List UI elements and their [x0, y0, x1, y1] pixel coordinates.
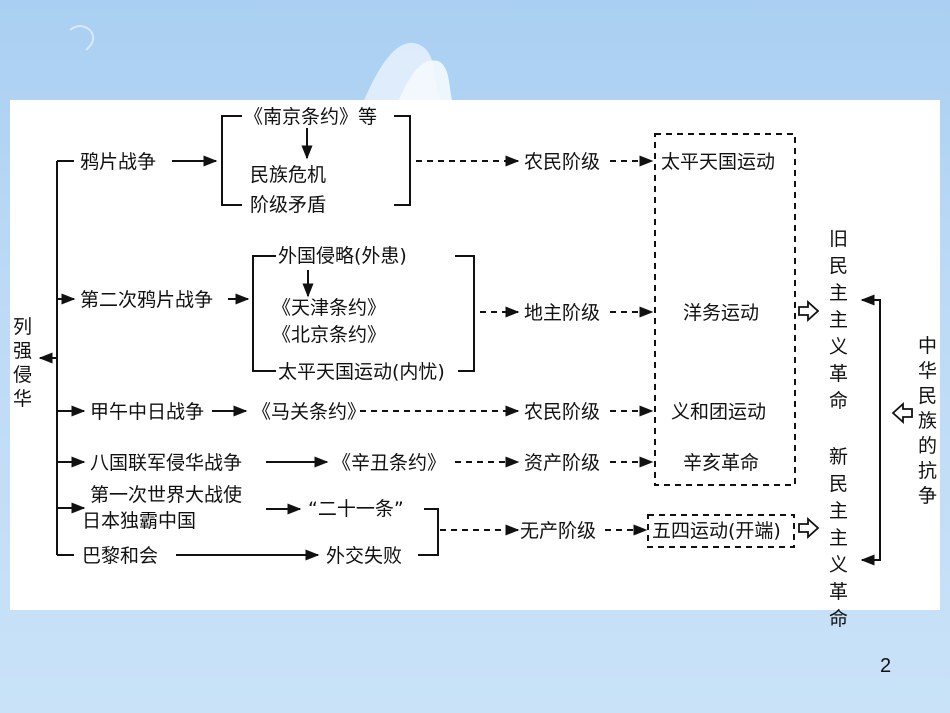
revolution-old-7: 命 [829, 390, 848, 412]
revolution-new-2: 民 [829, 473, 848, 495]
revolution-new-1: 新 [829, 446, 848, 468]
class-proletariat: 无产阶级 [520, 520, 596, 542]
revolution-old-6: 革 [829, 363, 848, 385]
right-label-5: 的 [918, 435, 937, 457]
class-landlord: 地主阶级 [524, 302, 600, 324]
class-peasant-2: 农民阶级 [524, 401, 600, 423]
revolution-old-3: 主 [829, 282, 848, 304]
war-ww1-line1: 第一次世界大战使 [90, 484, 242, 506]
revolution-new-7: 命 [829, 608, 848, 630]
result-tianjin: 《天津条约》 [272, 297, 386, 319]
movement-boxer: 义和团运动 [671, 401, 766, 423]
revolution-old-2: 民 [829, 255, 848, 277]
movement-may-fourth: 五四运动(开端) [652, 520, 781, 542]
movement-xinhai: 辛亥革命 [683, 452, 759, 474]
revolution-new-5: 义 [829, 554, 848, 576]
result-crisis: 民族危机 [250, 164, 326, 186]
revolution-old-1: 旧 [829, 228, 848, 250]
result-nanjing: 《南京条约》等 [244, 106, 377, 128]
revolution-new-3: 主 [829, 500, 848, 522]
result-conflict: 阶级矛盾 [250, 194, 326, 216]
war-eight-nation: 八国联军侵华战争 [90, 452, 242, 474]
war-sino-japanese: 甲午中日战争 [90, 401, 204, 423]
result-aggression: 外国侵略(外患) [278, 245, 407, 267]
class-bourgeois: 资产阶级 [524, 452, 600, 474]
movement-westernization: 洋务运动 [683, 302, 759, 324]
movement-taiping: 太平天国运动 [661, 151, 775, 173]
right-label-7: 争 [918, 485, 937, 507]
result-diplomacy: 外交失败 [326, 545, 402, 567]
revolution-new-6: 革 [829, 581, 848, 603]
revolution-old-4: 主 [829, 309, 848, 331]
background-decoration [69, 25, 455, 110]
result-taiping-inner: 太平天国运动(内忧) [278, 361, 445, 383]
right-label-1: 中 [918, 335, 937, 357]
war-paris: 巴黎和会 [82, 545, 158, 567]
war-ww1-line2: 日本独霸中国 [82, 510, 196, 532]
result-beijing: 《北京条约》 [272, 324, 386, 346]
left-label-4: 华 [13, 388, 32, 410]
revolution-old-5: 义 [829, 336, 848, 358]
page-number: 2 [880, 655, 892, 677]
hollow-arrows [798, 299, 913, 540]
left-label-1: 列 [13, 316, 32, 338]
right-label-3: 民 [918, 385, 937, 407]
war-second-opium: 第二次鸦片战争 [80, 289, 213, 311]
war-opium: 鸦片战争 [80, 151, 156, 173]
right-label-6: 抗 [918, 460, 937, 482]
left-label-3: 侵 [13, 364, 32, 386]
right-label-4: 族 [918, 410, 937, 432]
left-label-2: 强 [13, 340, 32, 362]
revolution-new-4: 主 [829, 527, 848, 549]
result-twentyone: “二十一条” [308, 498, 404, 520]
class-peasant-1: 农民阶级 [524, 151, 600, 173]
right-label-2: 华 [918, 360, 937, 382]
result-xinchou: 《辛丑条约》 [332, 452, 446, 474]
result-maguan: 《马关条约》 [252, 401, 366, 423]
